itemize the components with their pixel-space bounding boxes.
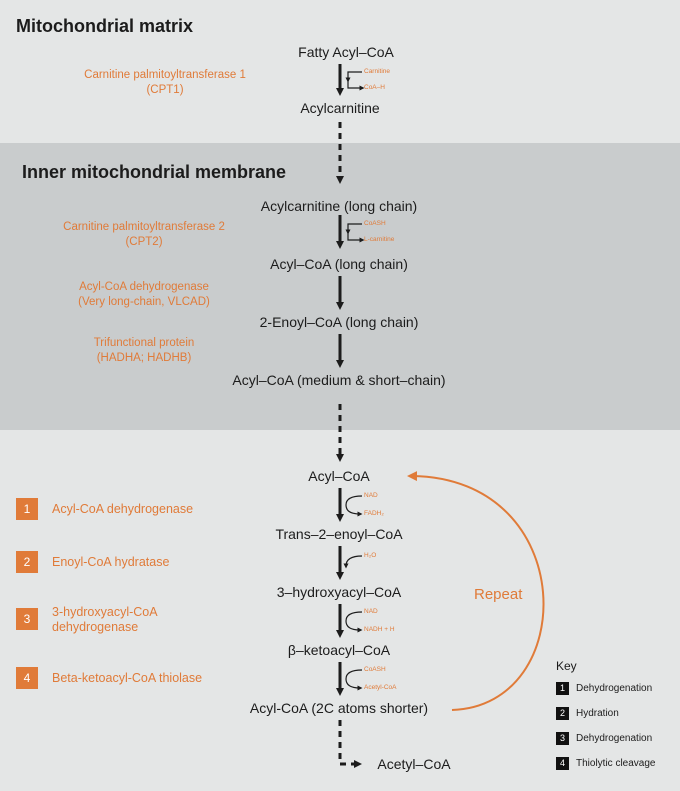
cofactor-in-carnitine — [345, 71, 362, 83]
key-badge-1: 1 — [556, 682, 569, 695]
cofactor-label-h2o: H₂O — [364, 552, 377, 559]
key-label-3: Dehydrogenation — [576, 733, 653, 744]
step-label-4: Beta-ketoacyl-CoA thiolase — [52, 671, 203, 685]
node-acyl-coa-shorter: Acyl-CoA (2C atoms shorter) — [249, 700, 429, 716]
enzyme-trifunctional-protein: Trifunctional protein (HADHA; HADHB) — [93, 337, 195, 364]
cofactor-label-acetyl-coa: Acetyl-CoA — [364, 684, 397, 691]
key-badge-2: 2 — [556, 707, 569, 720]
step-badge-4: 4 — [16, 667, 38, 689]
cofactor-out-lcarnitine — [347, 232, 365, 243]
node-trans-enoyl-coa: Trans–2–enoyl–CoA — [275, 526, 403, 542]
dashed-arrow-acetyl-coa — [338, 720, 362, 768]
step-badge-3: 3 — [16, 608, 38, 630]
key-badge-4: 4 — [556, 757, 569, 770]
step-badge-2: 2 — [16, 551, 38, 573]
repeat-label: Repeat — [474, 586, 523, 603]
enzyme-vlcad: Acyl-CoA dehydrogenase (Very long-chain,… — [78, 281, 210, 308]
node-acyl-coa: Acyl–CoA — [308, 468, 370, 484]
cofactor-coash-2 — [345, 669, 363, 680]
cofactor-label-nadh: NADH + H — [364, 626, 395, 633]
cofactor-label-carnitine: Carnitine — [364, 68, 391, 75]
key-label-1: Dehydrogenation — [576, 683, 653, 694]
node-acylcarnitine: Acylcarnitine — [300, 100, 380, 116]
step-label-2: Enoyl-CoA hydratase — [52, 555, 170, 569]
cofactor-h2o — [343, 555, 363, 569]
cofactor-label-coa-sh: CoA–H — [364, 84, 385, 91]
node-ketoacyl-coa: β–ketoacyl–CoA — [287, 642, 391, 658]
node-acyl-coa-long: Acyl–CoA (long chain) — [270, 256, 408, 272]
key-label-2: Hydration — [576, 708, 619, 719]
step-label-1: Acyl-CoA dehydrogenase — [52, 502, 194, 516]
node-acetyl-coa: Acetyl–CoA — [377, 756, 451, 772]
cofactor-nad-1 — [345, 495, 363, 506]
cofactor-label-fadh2: FADH₂ — [364, 510, 384, 517]
key-title: Key — [556, 659, 577, 673]
node-hydroxyacyl-coa: 3–hydroxyacyl–CoA — [276, 584, 402, 600]
enzyme-cpt1: Carnitine palmitoyltransferase 1 (CPT1) — [84, 69, 246, 96]
cofactor-nadh — [345, 620, 363, 633]
cofactor-label-coash: CoASH — [364, 220, 386, 227]
cofactor-out-coa — [347, 80, 365, 91]
repeat-arrow — [407, 471, 545, 711]
node-acylcarnitine-long: Acylcarnitine (long chain) — [260, 198, 418, 214]
membrane-title: Inner mitochondrial membrane — [22, 162, 287, 182]
cofactor-nad-2 — [345, 611, 363, 622]
cofactor-acetylcoa — [345, 678, 363, 691]
node-enoyl-coa-long: 2-Enoyl–CoA (long chain) — [259, 314, 419, 330]
matrix-title: Mitochondrial matrix — [16, 16, 194, 36]
node-fatty-acyl-coa: Fatty Acyl–CoA — [298, 44, 394, 60]
key-badge-3: 3 — [556, 732, 569, 745]
cofactor-label-nad-2: NAD — [364, 608, 378, 615]
cofactor-fadh2 — [345, 504, 363, 517]
cofactor-label-l-carnitine: L-carnitine — [364, 236, 395, 243]
cofactor-label-coash-2: CoASH — [364, 666, 386, 673]
cofactor-label-nad-1: NAD — [364, 492, 378, 499]
step-label-3: 3-hydroxyacyl-CoA dehydrogenase — [52, 605, 158, 634]
key-label-4: Thiolytic cleavage — [576, 758, 656, 769]
cofactor-in-coash — [345, 223, 362, 235]
enzyme-cpt2: Carnitine palmitoyltransferase 2 (CPT2) — [63, 221, 225, 248]
step-badge-1: 1 — [16, 498, 38, 520]
node-acyl-coa-medium-short: Acyl–CoA (medium & short–chain) — [232, 372, 446, 388]
